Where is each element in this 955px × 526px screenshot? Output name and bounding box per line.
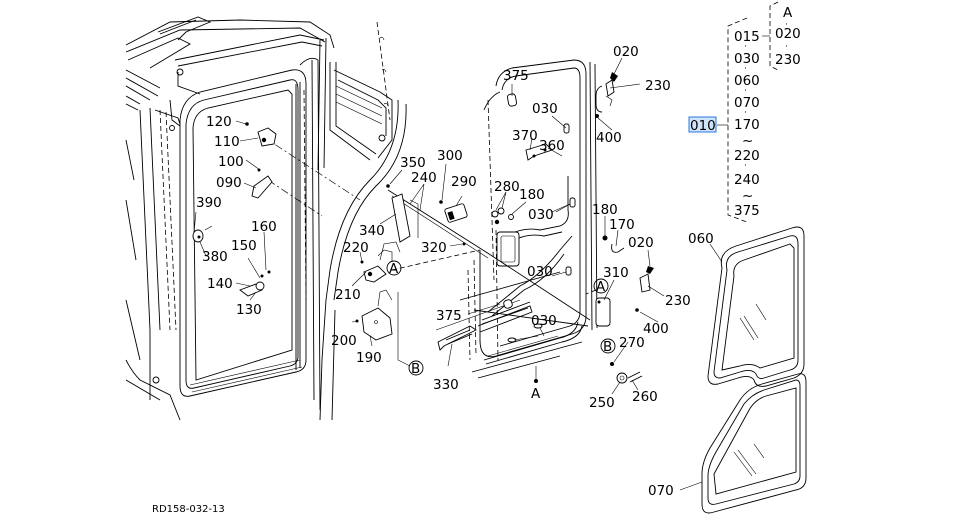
main-bracket xyxy=(727,17,748,223)
callout-180-center[interactable]: 180 xyxy=(519,187,545,203)
tree-item-015[interactable]: 015 xyxy=(734,29,760,45)
callout-140[interactable]: 140 xyxy=(207,276,233,292)
sub-group-marker: A xyxy=(783,5,793,21)
callout-280[interactable]: 280 xyxy=(494,179,520,195)
callout-375-top[interactable]: 375 xyxy=(503,68,529,84)
sep-6: ~ xyxy=(742,188,753,204)
callout-030-sill[interactable]: 030 xyxy=(531,313,557,329)
callout-030-handle[interactable]: 030 xyxy=(528,207,554,223)
callout-180-right[interactable]: 180 xyxy=(592,202,618,218)
callout-200[interactable]: 200 xyxy=(331,333,357,349)
sep-3: · xyxy=(744,108,747,118)
tree-item-070[interactable]: 070 xyxy=(734,95,760,111)
callout-020-top[interactable]: 020 xyxy=(613,44,639,60)
marker-a-right: A xyxy=(596,279,606,295)
tree-item-375[interactable]: 375 xyxy=(734,203,760,219)
sep-5: · xyxy=(744,161,747,171)
callout-labels: 120 110 100 090 390 380 160 150 140 130 … xyxy=(196,44,714,499)
sub-sep-2: · xyxy=(785,42,788,52)
drawing-code: RD158-032-13 xyxy=(152,504,225,515)
root-highlight xyxy=(688,116,717,133)
callout-150[interactable]: 150 xyxy=(231,238,257,254)
callout-400-top[interactable]: 400 xyxy=(596,130,622,146)
callout-290[interactable]: 290 xyxy=(451,174,477,190)
callout-340[interactable]: 340 xyxy=(359,223,385,239)
tree-item-060[interactable]: 060 xyxy=(734,73,760,89)
callout-220[interactable]: 220 xyxy=(343,240,369,256)
callout-390[interactable]: 390 xyxy=(196,195,222,211)
callout-190[interactable]: 190 xyxy=(356,350,382,366)
sep-2: · xyxy=(744,86,747,96)
door-frame xyxy=(387,59,603,379)
callout-100[interactable]: 100 xyxy=(218,154,244,170)
cab-frame xyxy=(125,16,407,421)
callout-230-top[interactable]: 230 xyxy=(645,78,671,94)
callout-230-bottom[interactable]: 230 xyxy=(665,293,691,309)
callout-030-mid[interactable]: 030 xyxy=(527,264,553,280)
small-parts xyxy=(192,72,654,384)
callout-360[interactable]: 360 xyxy=(539,138,565,154)
callout-250[interactable]: 250 xyxy=(589,395,615,411)
callout-350[interactable]: 350 xyxy=(400,155,426,171)
callout-240[interactable]: 240 xyxy=(411,170,437,186)
sub-bracket xyxy=(769,1,779,71)
callout-090[interactable]: 090 xyxy=(216,175,242,191)
tree-item-170[interactable]: 170 xyxy=(734,117,760,133)
callout-070[interactable]: 070 xyxy=(648,483,674,499)
callout-320[interactable]: 320 xyxy=(421,240,447,256)
marker-b-right-circle xyxy=(600,338,616,354)
leader-lines xyxy=(193,57,723,491)
callout-130[interactable]: 130 xyxy=(236,302,262,318)
glass-panels xyxy=(701,226,807,514)
tree-item-220[interactable]: 220 xyxy=(734,148,760,164)
callout-300[interactable]: 300 xyxy=(437,148,463,164)
callout-330[interactable]: 330 xyxy=(433,377,459,393)
marker-b-circle xyxy=(408,360,424,376)
marker-b-left: B xyxy=(411,361,420,377)
callout-160[interactable]: 160 xyxy=(251,219,277,235)
sep-0: · xyxy=(744,42,747,52)
sep-4: ~ xyxy=(742,133,753,149)
marker-b-right: B xyxy=(603,339,612,355)
sep-1: · xyxy=(744,64,747,74)
sub-item-230[interactable]: 230 xyxy=(775,52,801,68)
callout-270[interactable]: 270 xyxy=(619,335,645,351)
callout-400-bottom[interactable]: 400 xyxy=(643,321,669,337)
marker-a-right-circle xyxy=(593,278,609,294)
callout-110[interactable]: 110 xyxy=(214,134,240,150)
callout-120[interactable]: 120 xyxy=(206,114,232,130)
assembly-tree: 010 015 030 060 070 170 220 240 375 · · … xyxy=(688,1,801,223)
callout-380[interactable]: 380 xyxy=(202,249,228,265)
callout-030-top[interactable]: 030 xyxy=(532,101,558,117)
callout-060[interactable]: 060 xyxy=(688,231,714,247)
callout-370[interactable]: 370 xyxy=(512,128,538,144)
sub-sep: · xyxy=(785,20,788,30)
tree-root-010[interactable]: 010 xyxy=(690,118,716,134)
reference-markers: A B A B A xyxy=(386,260,616,402)
callout-170[interactable]: 170 xyxy=(609,217,635,233)
marker-a-bottom: A xyxy=(531,386,541,402)
callout-020-bottom[interactable]: 020 xyxy=(628,235,654,251)
callout-260[interactable]: 260 xyxy=(632,389,658,405)
callout-210[interactable]: 210 xyxy=(335,287,361,303)
callout-310[interactable]: 310 xyxy=(603,265,629,281)
callout-375-bottom[interactable]: 375 xyxy=(436,308,462,324)
sub-item-020[interactable]: 020 xyxy=(775,26,801,42)
tree-item-030[interactable]: 030 xyxy=(734,51,760,67)
marker-a-circle xyxy=(386,260,402,276)
marker-a-left: A xyxy=(389,261,399,277)
tree-item-240[interactable]: 240 xyxy=(734,172,760,188)
